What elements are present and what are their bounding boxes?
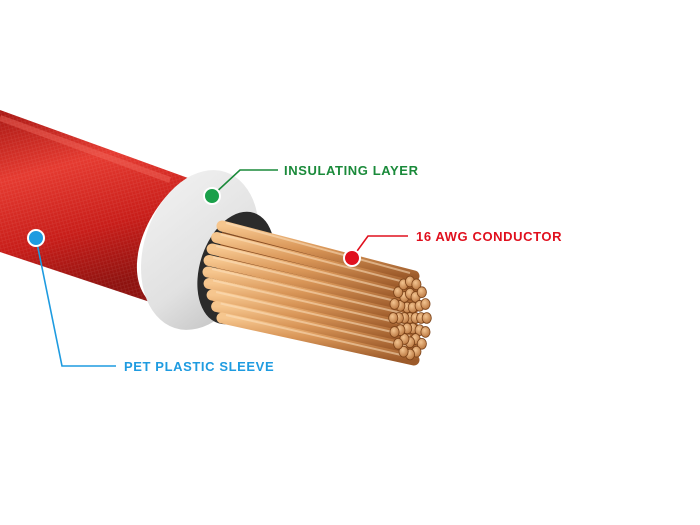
strand-end <box>389 326 400 338</box>
callout-conductor-leader <box>343 235 408 267</box>
copper-strand-highlight <box>212 256 411 306</box>
insulating-layer-label: INSULATING LAYER <box>284 163 419 178</box>
copper-strand <box>203 255 420 313</box>
strand-end <box>411 278 422 291</box>
copper-strand-highlight <box>212 279 411 327</box>
copper-strand <box>216 220 420 282</box>
copper-conductor <box>202 220 432 366</box>
copper-strand <box>202 266 420 324</box>
strand-end <box>416 337 427 350</box>
strand-end <box>421 312 432 324</box>
copper-strand <box>206 243 420 303</box>
callout-insulating-leader <box>203 169 278 205</box>
copper-strand-highlight <box>220 302 411 348</box>
strand-end <box>389 298 400 310</box>
copper-strand-highlight <box>220 233 411 285</box>
strand-end <box>393 337 404 350</box>
strand-end <box>416 286 427 299</box>
copper-strand-highlight <box>215 245 411 295</box>
strand-end <box>420 326 431 338</box>
copper-strand <box>211 232 420 292</box>
strand-end <box>393 286 404 299</box>
copper-strand-highlight <box>225 222 411 274</box>
copper-strand <box>206 289 420 345</box>
strand-end <box>398 345 409 358</box>
copper-strand-highlight <box>225 314 411 358</box>
strand-end <box>388 312 399 324</box>
copper-strand <box>203 278 420 334</box>
conductor-label: 16 AWG CONDUCTOR <box>416 229 562 244</box>
sleeve-label: PET PLASTIC SLEEVE <box>124 359 274 374</box>
copper-strand-highlight <box>211 268 411 316</box>
copper-strand-highlight <box>215 291 411 337</box>
copper-strand <box>211 301 420 355</box>
pet-plastic-sleeve <box>0 110 188 302</box>
callout-sleeve-leader <box>27 229 116 367</box>
copper-strand <box>216 312 420 366</box>
strand-end <box>420 298 431 310</box>
